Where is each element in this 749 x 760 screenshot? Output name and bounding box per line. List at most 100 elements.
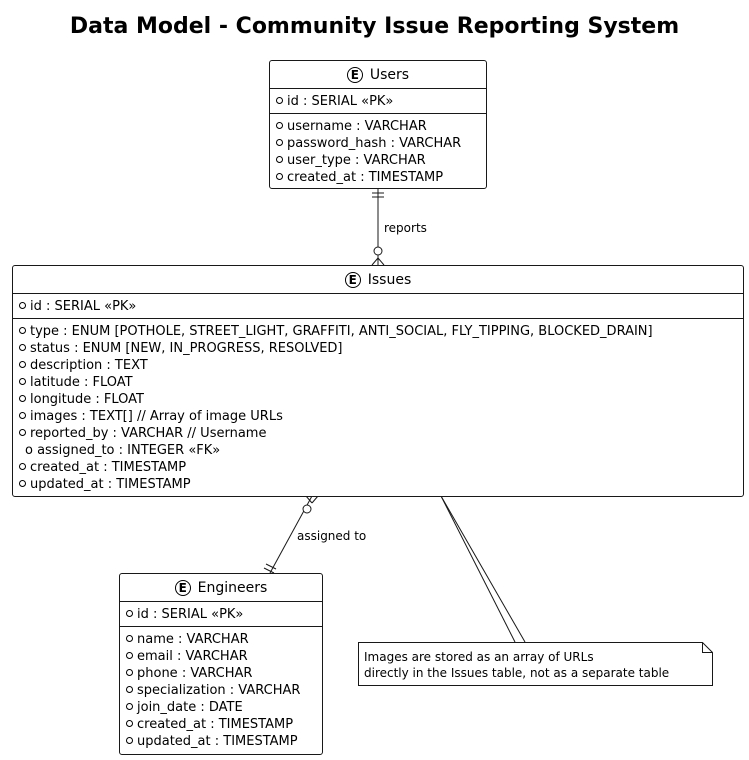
entity-header: E Issues xyxy=(13,266,743,294)
crowfoot-left xyxy=(305,495,313,504)
entity-icon: E xyxy=(344,271,361,288)
attribute-row: password_hash : VARCHAR xyxy=(276,135,486,152)
attribute-row: type : ENUM [POTHOLE, STREET_LIGHT, GRAF… xyxy=(19,323,743,340)
note-text: Images are stored as an array of URLs di… xyxy=(364,649,669,681)
mandatory-marker-icon xyxy=(19,480,26,487)
mandatory-marker-icon xyxy=(19,378,26,385)
mandatory-marker-icon xyxy=(126,703,133,710)
attribute-row: updated_at : TIMESTAMP xyxy=(19,476,743,493)
attribute-text: created_at : TIMESTAMP xyxy=(30,460,187,475)
mandatory-marker-icon xyxy=(19,395,26,402)
zero-optional-circle xyxy=(302,504,312,514)
entity-icon: E xyxy=(346,66,363,83)
attribute-text: updated_at : TIMESTAMP xyxy=(137,734,298,749)
mandatory-marker-icon xyxy=(126,737,133,744)
attribute-row: email : VARCHAR xyxy=(126,648,322,665)
assigned-to-label: assigned to xyxy=(297,529,367,543)
attribute-row: phone : VARCHAR xyxy=(126,665,322,682)
attribute-row: name : VARCHAR xyxy=(126,631,322,648)
attribute-section: name : VARCHAR email : VARCHAR phone : V… xyxy=(120,627,322,753)
mandatory-marker-icon xyxy=(126,610,133,617)
primary-key-section: id : SERIAL «PK» xyxy=(270,89,486,114)
attribute-text: status : ENUM [NEW, IN_PROGRESS, RESOLVE… xyxy=(30,341,343,356)
entity-header: E Users xyxy=(270,61,486,89)
entity-header: E Engineers xyxy=(120,574,322,602)
attribute-text: updated_at : TIMESTAMP xyxy=(30,477,191,492)
attribute-text: username : VARCHAR xyxy=(287,119,427,134)
attribute-row: join_date : DATE xyxy=(126,699,322,716)
attribute-row: created_at : TIMESTAMP xyxy=(276,169,486,186)
mandatory-marker-icon xyxy=(276,139,283,146)
attribute-row: username : VARCHAR xyxy=(276,118,486,135)
entity-engineers[interactable]: E Engineers id : SERIAL «PK» name : VARC… xyxy=(119,573,323,755)
attribute-text: created_at : TIMESTAMP xyxy=(287,170,444,185)
mandatory-marker-icon xyxy=(19,429,26,436)
zero-optional-circle xyxy=(373,246,383,256)
attribute-row: images : TEXT[] // Array of image URLs xyxy=(19,408,743,425)
one-mandatory-tick-1 xyxy=(265,563,277,570)
attribute-text: latitude : FLOAT xyxy=(30,375,133,390)
attribute-text: id : SERIAL «PK» xyxy=(287,94,394,109)
attribute-row: updated_at : TIMESTAMP xyxy=(126,733,322,750)
attribute-row: longitude : FLOAT xyxy=(19,391,743,408)
note-line-1: Images are stored as an array of URLs xyxy=(364,650,594,664)
attribute-text: name : VARCHAR xyxy=(137,632,249,647)
mandatory-marker-icon xyxy=(19,302,26,309)
mandatory-marker-icon xyxy=(126,635,133,642)
crowfoot-right xyxy=(377,257,385,266)
attribute-row: created_at : TIMESTAMP xyxy=(19,459,743,476)
primary-key-section: id : SERIAL «PK» xyxy=(13,294,743,319)
attribute-text: created_at : TIMESTAMP xyxy=(137,717,294,732)
attribute-text: reported_by : VARCHAR // Username xyxy=(30,426,267,441)
mandatory-marker-icon xyxy=(19,463,26,470)
attribute-text: phone : VARCHAR xyxy=(137,666,253,681)
mandatory-marker-icon xyxy=(19,412,26,419)
mandatory-marker-icon xyxy=(276,97,283,104)
mandatory-marker-icon xyxy=(19,327,26,334)
entity-name: Engineers xyxy=(197,579,268,596)
attribute-row: id : SERIAL «PK» xyxy=(126,606,322,623)
attribute-row: latitude : FLOAT xyxy=(19,374,743,391)
entity-name: Users xyxy=(369,66,410,83)
mandatory-marker-icon xyxy=(126,652,133,659)
note: Images are stored as an array of URLs di… xyxy=(358,642,712,685)
attribute-text: id : SERIAL «PK» xyxy=(137,607,244,622)
entity-users[interactable]: E Users id : SERIAL «PK» username : VARC… xyxy=(269,60,487,189)
attribute-text: user_type : VARCHAR xyxy=(287,153,426,168)
attribute-row: specialization : VARCHAR xyxy=(126,682,322,699)
mandatory-marker-icon xyxy=(19,344,26,351)
attribute-section: username : VARCHAR password_hash : VARCH… xyxy=(270,114,486,189)
mandatory-marker-icon xyxy=(276,156,283,163)
entity-icon: E xyxy=(174,579,191,596)
attribute-text: join_date : DATE xyxy=(137,700,243,715)
attribute-section: type : ENUM [POTHOLE, STREET_LIGHT, GRAF… xyxy=(13,319,743,496)
one-mandatory-tick-2 xyxy=(263,567,275,574)
entity-name: Issues xyxy=(367,271,412,288)
attribute-text: longitude : FLOAT xyxy=(30,392,144,407)
attribute-row: id : SERIAL «PK» xyxy=(276,93,486,110)
diagram-title: Data Model - Community Issue Reporting S… xyxy=(69,14,680,39)
crowfoot-left xyxy=(371,257,379,266)
attribute-row: id : SERIAL «PK» xyxy=(19,298,743,315)
note-box xyxy=(358,642,713,686)
attribute-text: type : ENUM [POTHOLE, STREET_LIGHT, GRAF… xyxy=(30,324,653,339)
attribute-text: specialization : VARCHAR xyxy=(137,683,301,698)
mandatory-marker-icon xyxy=(276,122,283,129)
attribute-row: description : TEXT xyxy=(19,357,743,374)
attribute-row: status : ENUM [NEW, IN_PROGRESS, RESOLVE… xyxy=(19,340,743,357)
mandatory-marker-icon xyxy=(19,361,26,368)
attribute-row: created_at : TIMESTAMP xyxy=(126,716,322,733)
mandatory-marker-icon xyxy=(276,173,283,180)
attribute-text: email : VARCHAR xyxy=(137,649,248,664)
assigned-to-connector xyxy=(263,495,319,574)
entity-issues[interactable]: E Issues id : SERIAL «PK» type : ENUM [P… xyxy=(12,265,744,497)
mandatory-marker-icon xyxy=(126,720,133,727)
attribute-row: user_type : VARCHAR xyxy=(276,152,486,169)
attribute-row: o assigned_to : INTEGER «FK» xyxy=(19,442,743,459)
attribute-text: description : TEXT xyxy=(30,358,148,373)
attribute-text: images : TEXT[] // Array of image URLs xyxy=(30,409,283,424)
mandatory-marker-icon xyxy=(126,669,133,676)
note-fold xyxy=(702,642,713,653)
note-connector xyxy=(440,495,526,643)
